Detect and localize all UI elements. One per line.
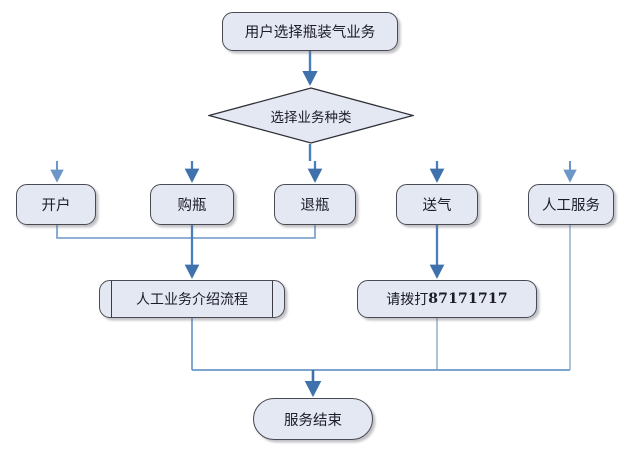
node-phone-number: 87171717 [428, 291, 508, 307]
edge-merge-manual-bus [56, 225, 316, 239]
node-start-label: 用户选择瓶装气业务 [244, 25, 376, 41]
node-decision[interactable]: 选择业务种类 [208, 87, 414, 144]
node-option-return-bottle[interactable]: 退瓶 [274, 184, 356, 225]
diamond-shape [208, 87, 414, 144]
node-option-open-account[interactable]: 开户 [16, 184, 96, 225]
node-option4-label: 送气 [422, 198, 452, 214]
node-option1-label: 开户 [41, 198, 71, 214]
node-option-manual-service[interactable]: 人工服务 [528, 184, 614, 225]
node-option3-label: 退瓶 [300, 198, 330, 214]
node-option2-label: 购瓶 [177, 198, 207, 214]
node-end-label: 服务结束 [284, 412, 342, 429]
node-manual-process-label: 人工业务介绍流程 [136, 292, 248, 308]
node-manual-process[interactable]: 人工业务介绍流程 [99, 280, 285, 318]
predefined-process-right-bar [272, 281, 273, 317]
node-start[interactable]: 用户选择瓶装气业务 [222, 12, 398, 51]
node-option-deliver-gas[interactable]: 送气 [396, 184, 478, 225]
node-end[interactable]: 服务结束 [253, 398, 373, 440]
node-option-buy-bottle[interactable]: 购瓶 [150, 184, 234, 225]
node-option5-label: 人工服务 [542, 198, 600, 214]
predefined-process-left-bar [111, 281, 112, 317]
node-phone-prefix: 请拨打 [386, 292, 429, 308]
